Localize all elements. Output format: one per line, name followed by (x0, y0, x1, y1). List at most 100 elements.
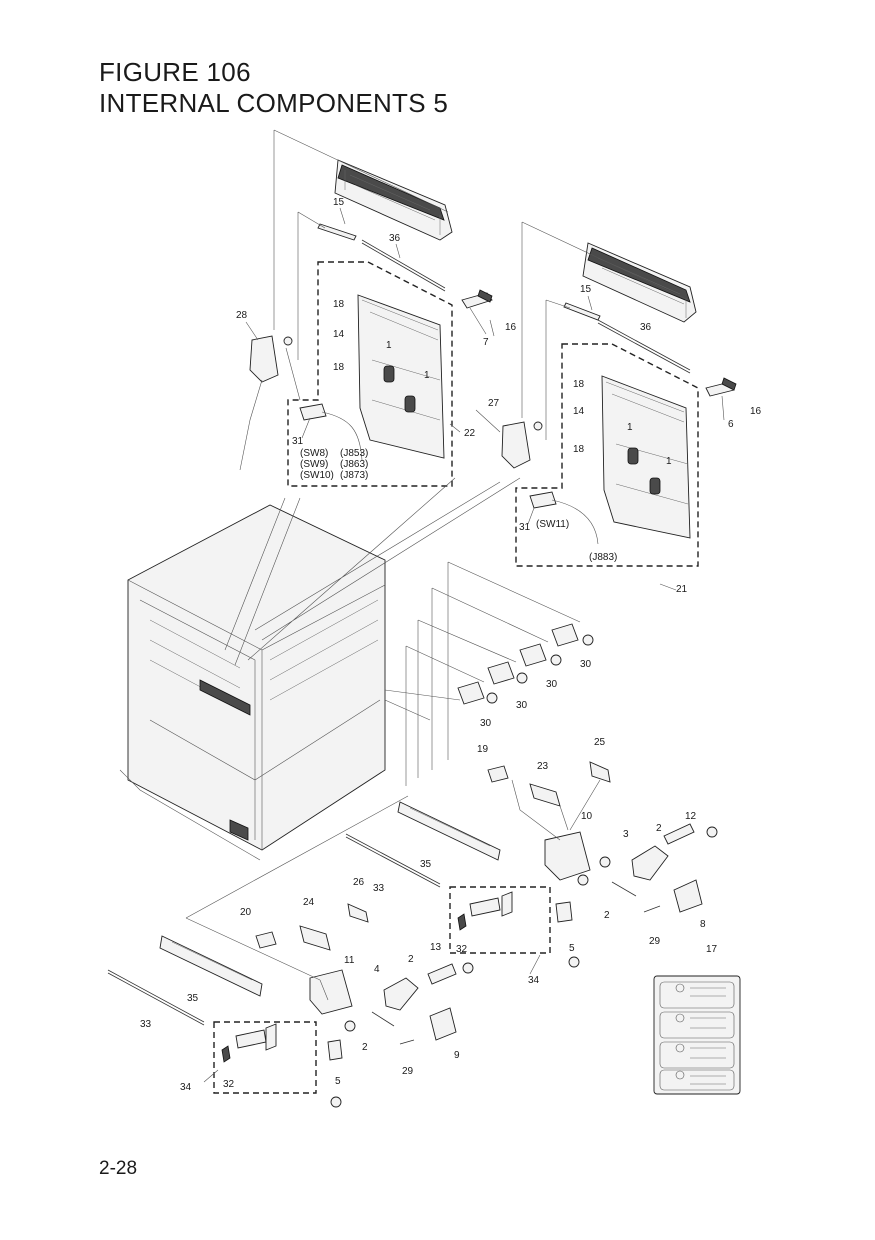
bracket-11 (309, 969, 353, 1015)
sensor-31-lower (529, 491, 557, 509)
roller-1b (404, 395, 416, 413)
callout-26: 26 (353, 877, 365, 888)
main-frame (119, 504, 386, 861)
part-15-lower (563, 302, 601, 321)
callout-30-c: 30 (516, 700, 528, 711)
figure-number: FIGURE 106 (99, 57, 251, 87)
label-j863: (J863) (340, 459, 368, 470)
spring-2 (611, 881, 637, 897)
callout-30-a: 30 (580, 659, 592, 670)
pickup-levers-30 (384, 561, 594, 786)
spring-29 (643, 905, 661, 913)
label-sw9: (SW9) (300, 459, 328, 470)
callout-18-d: 18 (573, 444, 585, 455)
callout-4: 4 (374, 964, 380, 975)
upper-left-assembly (239, 129, 493, 487)
callout-34-lower: 34 (180, 1082, 192, 1093)
callout-36-upper: 36 (389, 233, 401, 244)
callout-11: 11 (344, 955, 355, 966)
figure-title: INTERNAL COMPONENTS 5 (99, 88, 449, 118)
callout-29-lower: 29 (402, 1066, 414, 1077)
part-3 (631, 845, 669, 881)
callout-28: 28 (236, 310, 248, 321)
callout-20: 20 (240, 907, 252, 918)
drum-unit-upper-right (582, 242, 697, 323)
part-4 (383, 977, 419, 1011)
shaft-36-upper (361, 239, 446, 289)
label-j853: (J853) (340, 448, 368, 459)
callout-34-upper: 34 (528, 975, 540, 986)
callout-1-b: 1 (424, 370, 430, 381)
callout-10: 10 (581, 811, 593, 822)
page-number: 2-28 (99, 1158, 138, 1179)
callout-1-d: 1 (666, 456, 672, 467)
callout-14-b: 14 (573, 406, 585, 417)
callout-16-upper: 16 (505, 322, 517, 333)
callout-31-lower: 31 (519, 522, 531, 533)
callout-9: 9 (454, 1050, 460, 1061)
callout-17: 17 (706, 944, 718, 955)
bracket-27 (501, 421, 531, 469)
part-23 (529, 783, 561, 807)
part-8 (673, 879, 703, 913)
part-13 (427, 963, 457, 985)
guide-rail-upper (345, 801, 501, 888)
part-9 (429, 1007, 457, 1041)
callout-14-a: 14 (333, 329, 345, 340)
feed-frame-lower (601, 375, 691, 539)
sensor-31-upper (299, 403, 327, 421)
roller-1c (627, 447, 639, 465)
group-21-outline (515, 343, 699, 567)
callout-12: 12 (685, 811, 697, 822)
callout-1-c: 1 (627, 422, 633, 433)
callout-31-upper: 31 (292, 436, 304, 447)
callout-33-lower: 33 (140, 1019, 152, 1030)
callout-30-b: 30 (546, 679, 558, 690)
callout-2-d: 2 (362, 1042, 368, 1053)
callout-18-a: 18 (333, 299, 345, 310)
callout-33-upper: 33 (373, 883, 385, 894)
lower-left-parts (185, 795, 474, 1061)
roller-1a (383, 365, 395, 383)
callout-2-b: 2 (604, 910, 610, 921)
callout-36-lower: 36 (640, 322, 652, 333)
callout-15-upper: 15 (333, 197, 345, 208)
upper-right-assembly (501, 221, 737, 567)
feed-frame-upper (357, 294, 445, 459)
callout-8: 8 (700, 919, 706, 930)
callout-25: 25 (594, 737, 606, 748)
callout-15-lower: 15 (580, 284, 592, 295)
callout-13: 13 (430, 942, 442, 953)
callout-19: 19 (477, 744, 489, 755)
callout-32-lower: 32 (223, 1079, 235, 1090)
callout-3: 3 (623, 829, 629, 840)
callout-35-lower: 35 (187, 993, 199, 1004)
part-5 (555, 901, 573, 923)
callout-1-a: 1 (386, 340, 392, 351)
callout-7: 7 (483, 337, 489, 348)
roller-1d (649, 477, 661, 495)
callout-6: 6 (728, 419, 734, 430)
part-19 (487, 765, 509, 783)
drum-unit-upper-left (334, 159, 453, 241)
part-26 (347, 903, 369, 923)
shaft-36-lower (597, 319, 691, 371)
callout-27: 27 (488, 398, 500, 409)
part-25 (589, 761, 611, 783)
group-22-outline (287, 261, 453, 487)
callout-30-d: 30 (480, 718, 492, 729)
callout-5-lower: 5 (335, 1076, 341, 1087)
callout-32-upper: 32 (456, 944, 468, 955)
callout-2-c: 2 (408, 954, 414, 965)
bracket-28 (249, 335, 279, 383)
part-12 (663, 823, 695, 845)
label-sw10: (SW10) (300, 470, 334, 481)
label-j873: (J873) (340, 470, 368, 481)
callout-5-upper: 5 (569, 943, 575, 954)
callout-29-upper: 29 (649, 936, 661, 947)
callout-35-upper: 35 (420, 859, 432, 870)
part-24 (299, 925, 331, 951)
part-20 (255, 931, 277, 949)
callout-21: 21 (676, 584, 688, 595)
callout-24: 24 (303, 897, 315, 908)
